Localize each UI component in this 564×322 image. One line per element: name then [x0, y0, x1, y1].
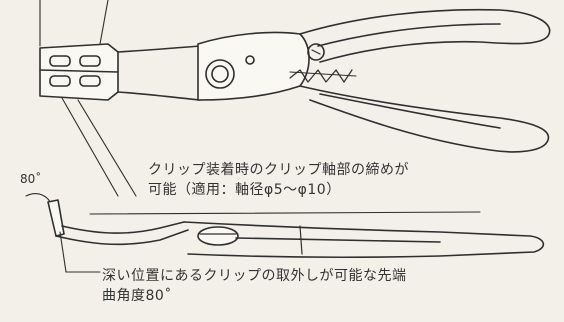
bottom-callout-line-2: 曲角度80˚: [102, 288, 172, 304]
top-callout-line-2: 可能（適用：軸径φ5〜φ10）: [148, 182, 341, 198]
bottom-callout-line-1: 深い位置にあるクリップの取外しが可能な先端: [102, 268, 407, 284]
pliers-side-view: [25, 193, 545, 259]
top-callout-line-1: クリップ装着時のクリップ軸部の締めが: [148, 162, 409, 178]
bottom-callout: 深い位置にあるクリップの取外しが可能な先端 曲角度80˚: [102, 266, 407, 306]
angle-label: 80˚: [20, 172, 42, 186]
pliers-top-view: [39, 8, 551, 153]
top-callout: クリップ装着時のクリップ軸部の締めが 可能（適用：軸径φ5〜φ10）: [148, 160, 409, 200]
leader-lines: [39, 0, 481, 273]
